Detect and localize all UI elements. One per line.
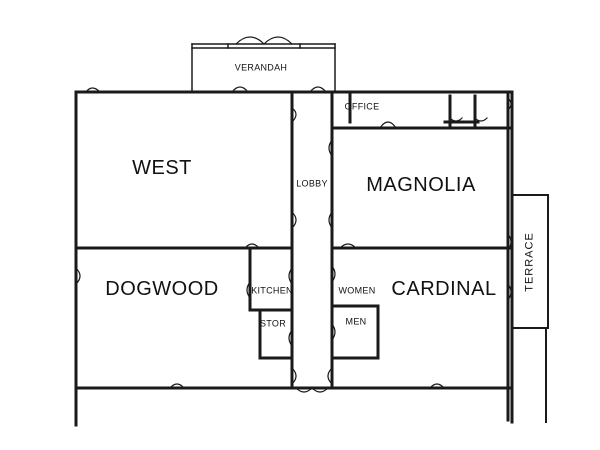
verandah-walls [191, 36, 336, 93]
room-label-cardinal: CARDINAL [391, 278, 497, 300]
room-label-terrace: TERRACE [523, 232, 536, 292]
outer-walls [74, 90, 514, 427]
room-label-men: MEN [345, 316, 367, 327]
door-swings [75, 86, 512, 393]
terrace-walls [511, 194, 549, 423]
room-label-office: OFFICE [344, 101, 380, 112]
room-label-west: WEST [132, 157, 192, 179]
room-label-dogwood: DOGWOOD [105, 278, 219, 300]
room-label-stor: STOR [259, 318, 287, 329]
room-label-magnolia: MAGNOLIA [366, 174, 476, 196]
interior-walls [74, 90, 512, 390]
room-label-women: WOMEN [338, 285, 376, 296]
room-label-lobby: LOBBY [296, 178, 328, 189]
room-label-kitchen: KITCHEN [251, 285, 293, 296]
room-label-verandah: VERANDAH [234, 62, 288, 73]
